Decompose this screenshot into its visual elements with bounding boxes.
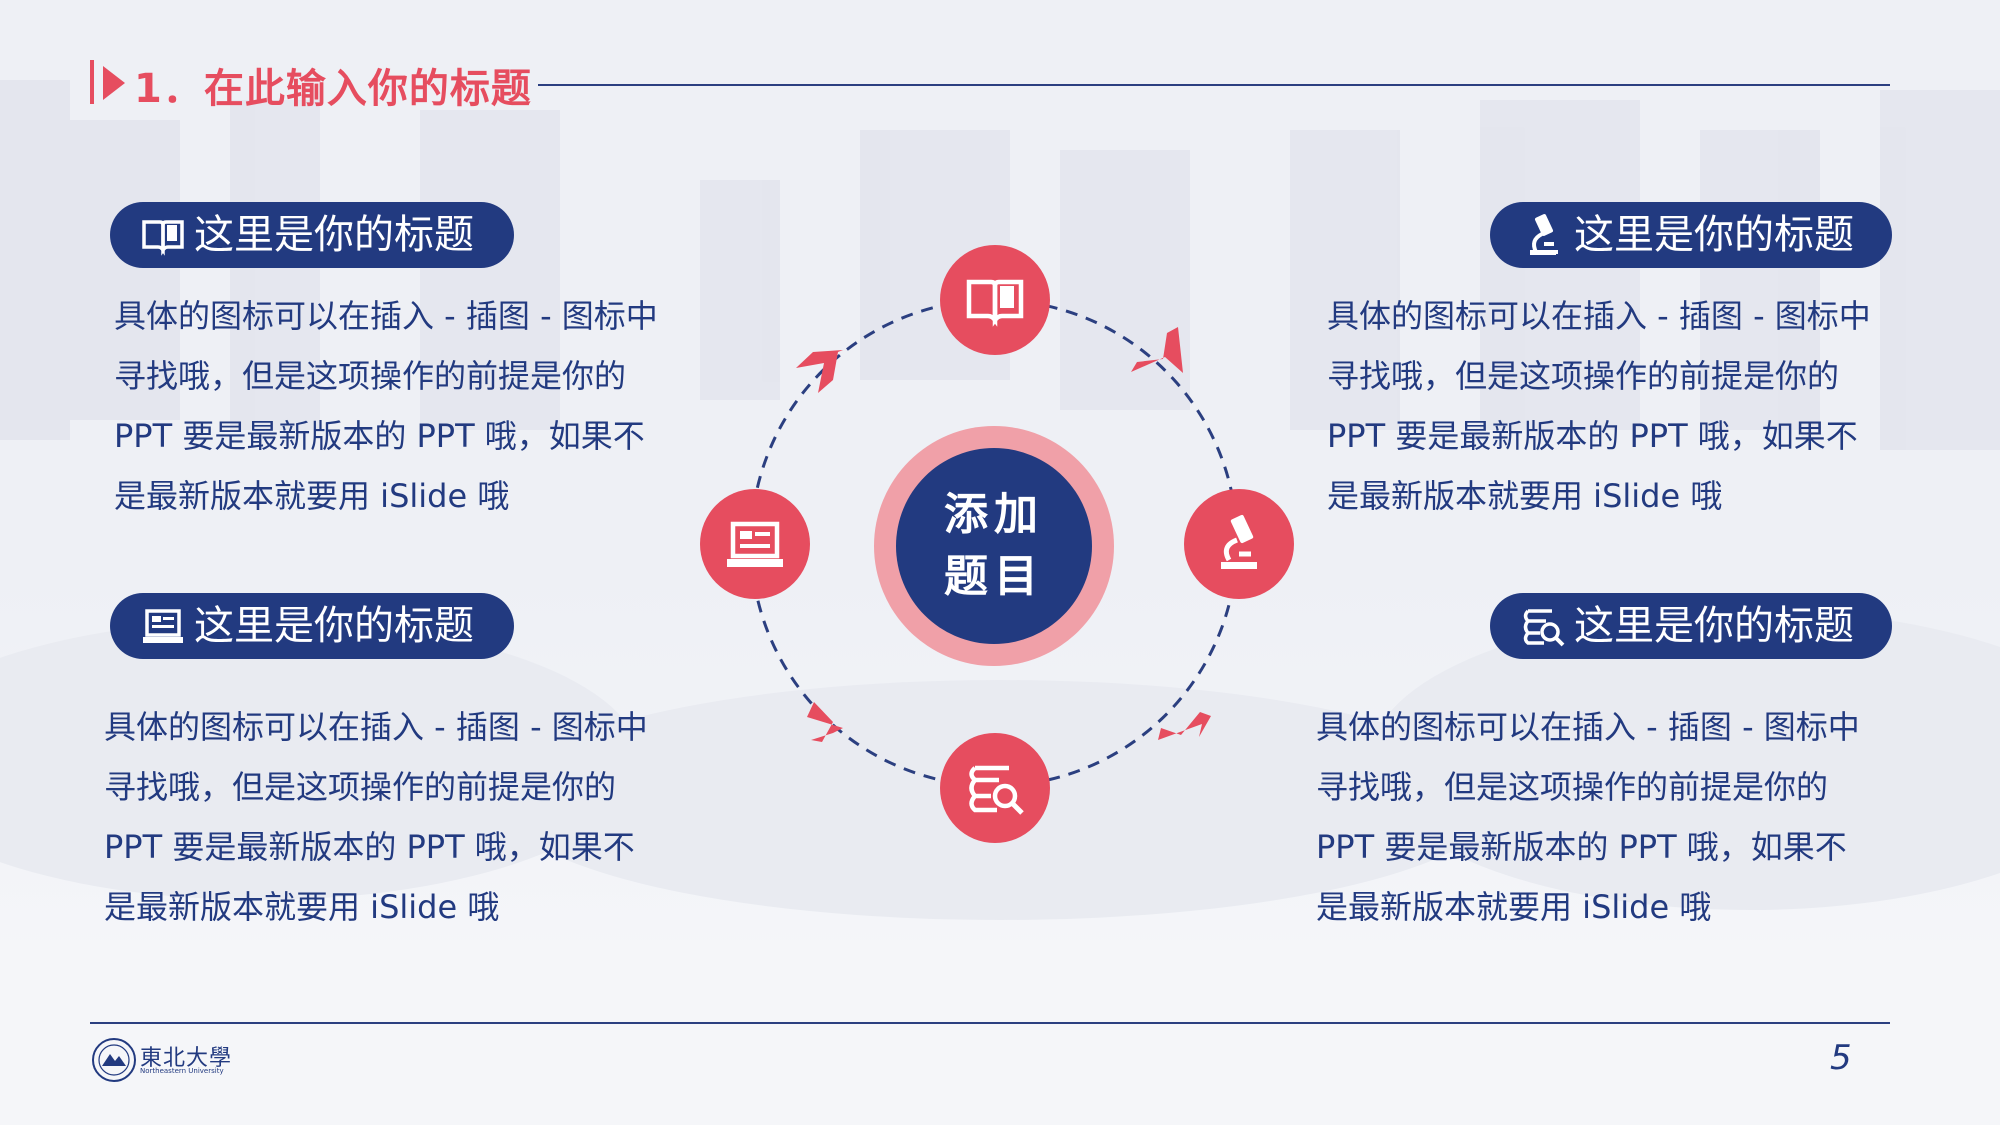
node-laptop xyxy=(700,489,810,599)
section-body-bottom-right: 具体的图标可以在插入 - 插图 - 图标中 寻找哦，但是这项操作的前提是你的 P… xyxy=(1316,708,1860,926)
section-body-top-right: 具体的图标可以在插入 - 插图 - 图标中 寻找哦，但是这项操作的前提是你的 P… xyxy=(1327,297,1871,515)
section-title-pill-top-right: 这里是你的标题 xyxy=(1490,202,1892,268)
arrow-top-right xyxy=(1131,327,1183,373)
center-circle: 添加 题目 xyxy=(896,448,1092,644)
arrow-bottom-right xyxy=(1158,712,1211,740)
section-body-bottom-left: 具体的图标可以在插入 - 插图 - 图标中 寻找哦，但是这项操作的前提是你的 P… xyxy=(104,708,648,926)
center-title-line2: 题目 xyxy=(944,551,1044,602)
university-name-en: Northeastern University xyxy=(140,1067,224,1075)
node-book xyxy=(940,245,1050,355)
header-triangle-icon xyxy=(103,66,125,100)
arrow-top-left xyxy=(796,350,843,393)
microscope-icon xyxy=(1530,214,1558,255)
university-seal-icon xyxy=(92,1038,136,1082)
search-document-icon xyxy=(1523,609,1565,647)
book-icon xyxy=(142,220,184,256)
section-title-pill-bottom-right: 这里是你的标题 xyxy=(1490,593,1892,659)
section-title-pill-top-left: 这里是你的标题 xyxy=(110,202,514,268)
book-icon xyxy=(966,279,1024,327)
node-microscope xyxy=(1184,489,1294,599)
center-title-line1: 添加 xyxy=(944,489,1044,540)
header-accent-bar xyxy=(90,60,94,104)
section-title-pill-bottom-left: 这里是你的标题 xyxy=(110,593,514,659)
section-title-bottom-right: 这里是你的标题 xyxy=(1574,603,1854,649)
section-body-top-left: 具体的图标可以在插入 - 插图 - 图标中 寻找哦，但是这项操作的前提是你的 P… xyxy=(114,297,658,515)
laptop-icon xyxy=(143,609,183,643)
search-document-icon xyxy=(969,765,1024,815)
footer-divider xyxy=(90,1022,1890,1024)
page-title: 1．在此输入你的标题 xyxy=(134,66,532,112)
node-search-document xyxy=(940,733,1050,843)
section-title-bottom-left: 这里是你的标题 xyxy=(194,603,474,649)
section-title-top-left: 这里是你的标题 xyxy=(194,212,474,258)
header-divider xyxy=(538,84,1890,86)
arrow-bottom-left xyxy=(807,702,843,742)
laptop-icon xyxy=(727,521,783,567)
section-title-top-right: 这里是你的标题 xyxy=(1574,212,1854,258)
page-number: 5 xyxy=(1830,1038,1852,1078)
microscope-icon xyxy=(1221,514,1257,569)
university-name-cn: 東北大學 xyxy=(140,1046,233,1071)
